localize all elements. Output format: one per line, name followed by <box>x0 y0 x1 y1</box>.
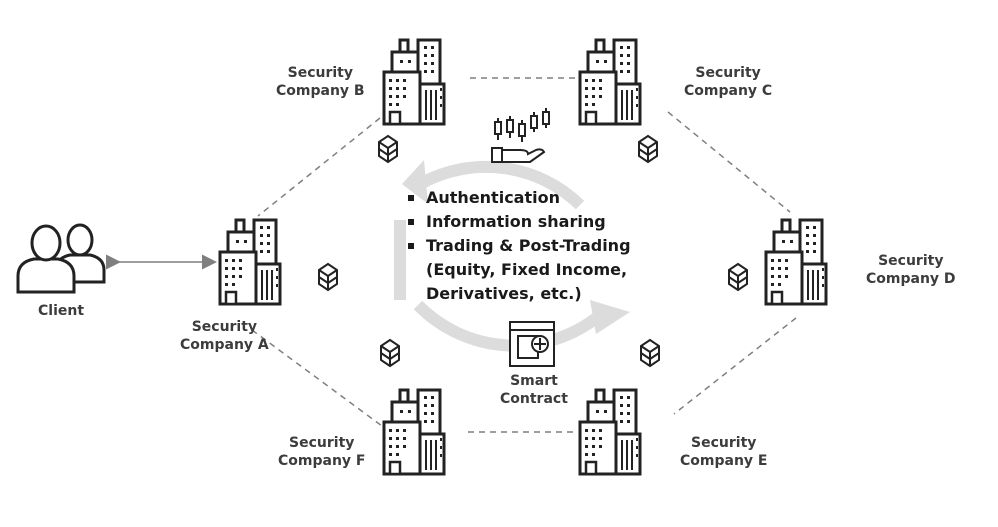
link-a-b <box>257 117 381 217</box>
office-building-icon-b <box>382 38 446 126</box>
smart-contract-icon <box>509 321 555 367</box>
blockchain-cube-icon-c <box>638 135 658 163</box>
office-building-icon-f <box>382 388 446 476</box>
blockchain-cube-icon-e <box>640 339 660 367</box>
bullet-continuation-2: Derivatives, etc.) <box>426 284 582 303</box>
cycle-arc-top <box>419 160 585 210</box>
link-a-f <box>251 329 383 427</box>
blockchain-cube-icon-a <box>318 263 338 291</box>
link-c-d <box>667 111 791 213</box>
client-label: Client <box>38 303 85 319</box>
candlestick-hand-icon <box>491 108 550 163</box>
bullet-information-sharing: Information sharing <box>408 210 631 234</box>
center-bullet-list: Authentication Information sharing Tradi… <box>408 186 631 306</box>
bullet-authentication: Authentication <box>408 186 631 210</box>
office-building-icon-d <box>764 218 828 306</box>
link-d-e <box>673 317 797 415</box>
user-group-icon <box>16 223 106 294</box>
cycle-arrowhead-top <box>402 160 428 204</box>
network-links <box>251 77 797 433</box>
office-building-icon-e <box>578 388 642 476</box>
bullet-trading: Trading & Post-Trading <box>408 234 631 258</box>
blockchain-cube-icon-b <box>378 135 398 163</box>
cycle-arc-bottom <box>413 300 604 352</box>
blockchain-cube-icon-f <box>380 339 400 367</box>
cycle-arrows <box>394 160 630 352</box>
office-building-icon-c <box>578 38 642 126</box>
bullet-continuation-1: (Equity, Fixed Income, <box>426 260 628 279</box>
cycle-arrowhead-bottom <box>590 300 630 334</box>
office-building-icon-a <box>218 218 282 306</box>
blockchain-cube-icon-d <box>728 263 748 291</box>
